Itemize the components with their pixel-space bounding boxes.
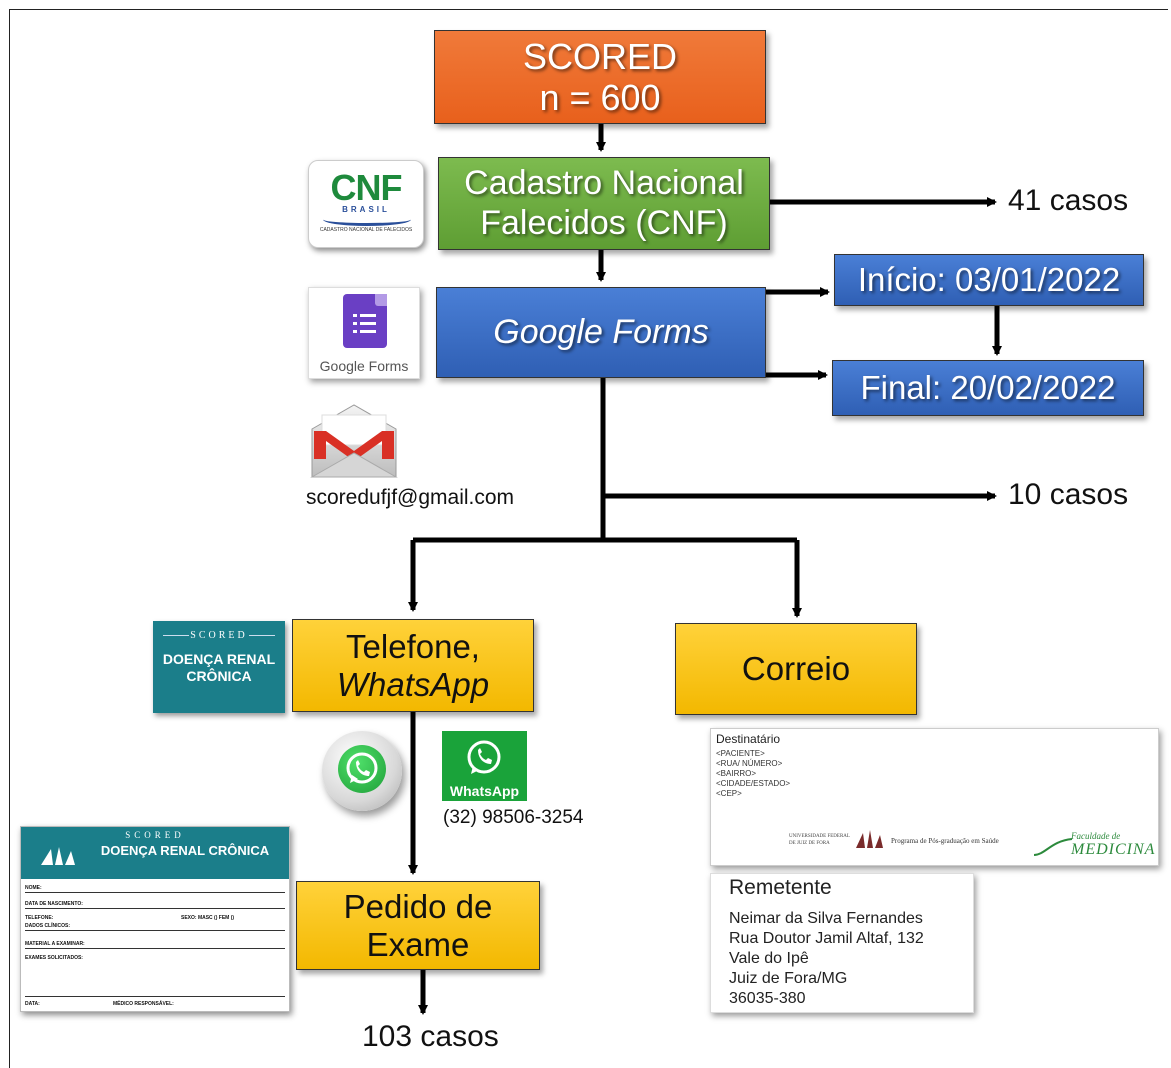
telefone-line1: Telefone,: [346, 627, 480, 665]
scored-title: SCORED: [522, 35, 678, 77]
remetente-title: Remetente: [729, 876, 832, 899]
medicina-swoosh-icon: [1033, 838, 1073, 856]
google-forms-icon: Google Forms: [308, 287, 420, 379]
phone-label: (32) 98506-3254: [443, 807, 584, 828]
form-field-nascimento: DATA DE NASCIMENTO:: [25, 901, 285, 909]
google-forms-caption: Google Forms: [319, 358, 409, 374]
forms-cases-label: 10 casos: [1008, 478, 1129, 511]
exam-form-header-main: DOENÇA RENAL CRÔNICA: [100, 843, 270, 858]
remetente-card: Remetente Neimar da Silva Fernandes Rua …: [710, 873, 974, 1013]
scored-badge-main: DOENÇA RENAL CRÔNICA: [162, 651, 276, 684]
exam-cases-label: 103 casos: [362, 1020, 499, 1053]
exam-form-header-top: SCORED: [125, 830, 185, 840]
remetente-city: Juiz de Fora/MG: [729, 970, 848, 987]
faculdade-label: Faculdade de: [1071, 831, 1121, 841]
destinatario-card: Destinatário <PACIENTE> <RUA/ NÚMERO> <B…: [710, 728, 1159, 866]
google-forms-box: Google Forms: [436, 287, 766, 378]
diagram-frame: [9, 9, 1168, 1068]
inicio-label: Início: 03/01/2022: [857, 261, 1121, 299]
google-forms-label: Google Forms: [493, 312, 709, 351]
exam-request-form: SCORED DOENÇA RENAL CRÔNICA NOME: DATA D…: [20, 826, 290, 1012]
destinatario-title: Destinatário: [716, 732, 781, 746]
telefone-line2: WhatsApp: [336, 665, 490, 703]
cnf-line2: Falecidos (CNF): [480, 203, 728, 242]
ufjf-logo-icon: [41, 847, 75, 865]
form-field-material: MATERIAL A EXAMINAR:: [25, 941, 285, 949]
cnf-logo: CNF BRASIL CADASTRO NACIONAL DE FALECIDO…: [308, 160, 424, 248]
remetente-address: Neimar da Silva Fernandes Rua Doutor Jam…: [729, 909, 924, 1009]
pedido-line2: Exame: [366, 925, 470, 963]
correio-box: Correio: [675, 623, 917, 715]
scored-n: n = 600: [539, 77, 661, 118]
medicina-label: MEDICINA: [1071, 841, 1156, 858]
whatsapp-app-icon: WhatsApp: [442, 731, 527, 801]
final-box: Final: 20/02/2022: [832, 360, 1144, 416]
form-field-sexo: SEXO: MASC () FEM (): [181, 915, 235, 921]
exam-form-header: SCORED DOENÇA RENAL CRÔNICA: [21, 827, 289, 879]
destinatario-lines: <PACIENTE> <RUA/ NÚMERO> <BAIRRO> <CIDAD…: [716, 749, 791, 798]
form-field-telefone: TELEFONE:: [25, 915, 54, 921]
destinatario-program: Programa de Pós-graduação em Saúde: [891, 837, 999, 845]
remetente-cep: 36035-380: [729, 990, 806, 1007]
email-label: scoredufjf@gmail.com: [306, 486, 515, 509]
scored-box: SCORED n = 600: [434, 30, 766, 124]
pedido-line1: Pedido de: [343, 887, 493, 925]
inicio-box: Início: 03/01/2022: [834, 254, 1144, 306]
remetente-street: Rua Doutor Jamil Altaf, 132: [729, 930, 924, 947]
scored-badge-logo: SCORED DOENÇA RENAL CRÔNICA: [153, 621, 285, 713]
correio-label: Correio: [741, 650, 851, 688]
destinatario-university: UNIVERSIDADE FEDERAL DE JUIZ DE FORA: [789, 834, 850, 846]
gmail-icon: [310, 404, 398, 478]
cnf-logo-brasil: BRASIL: [342, 205, 390, 214]
ufjf-logo-icon: [856, 830, 883, 848]
form-field-exames: EXAMES SOLICITADOS:: [25, 955, 285, 997]
cnf-logo-text: CNF: [330, 167, 403, 208]
cnf-logo-swoosh: [323, 213, 411, 226]
cnf-logo-subtitle: CADASTRO NACIONAL DE FALECIDOS: [319, 227, 413, 233]
form-field-dados: DADOS CLÍNICOS:: [25, 923, 285, 931]
cnf-line1: Cadastro Nacional: [464, 164, 744, 203]
form-field-medico: MÉDICO RESPONSÁVEL:: [113, 1001, 174, 1007]
pedido-exame-box: Pedido de Exame: [296, 881, 540, 970]
cnf-cases-label: 41 casos: [1008, 184, 1129, 217]
scored-badge-top: SCORED: [190, 630, 248, 641]
cnf-box: Cadastro Nacional Falecidos (CNF): [438, 157, 770, 250]
form-field-data: DATA:: [25, 1001, 40, 1007]
remetente-name: Neimar da Silva Fernandes: [729, 910, 923, 927]
form-field-nome: NOME:: [25, 885, 285, 893]
whatsapp-ball-icon: [322, 731, 402, 811]
google-forms-doc-icon: [343, 294, 387, 348]
whatsapp-app-caption: WhatsApp: [449, 783, 520, 799]
telefone-box: Telefone, WhatsApp: [292, 619, 534, 712]
final-label: Final: 20/02/2022: [860, 369, 1116, 407]
remetente-district: Vale do Ipê: [729, 950, 809, 967]
